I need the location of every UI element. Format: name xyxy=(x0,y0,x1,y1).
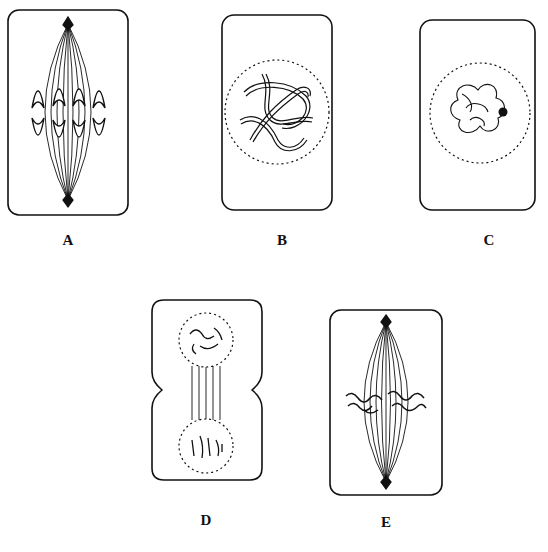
telophase-cell xyxy=(152,300,262,480)
panel-letter: E xyxy=(381,515,391,530)
metaphase-cell xyxy=(330,310,442,495)
panel-letter: B xyxy=(277,233,287,248)
anaphase-cell xyxy=(8,10,128,215)
panel-letter: A xyxy=(63,233,74,248)
prophase-cell xyxy=(222,15,332,210)
interphase-cell xyxy=(420,20,535,210)
panel-letter: C xyxy=(484,233,495,248)
panel-letter: D xyxy=(201,513,212,528)
